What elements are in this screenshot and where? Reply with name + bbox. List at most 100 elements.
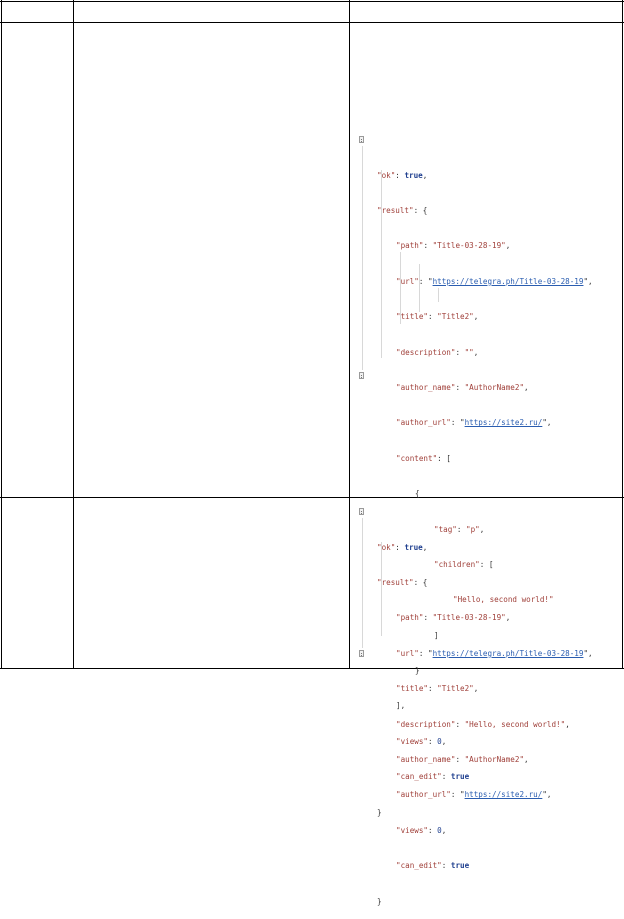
json-bool: true — [404, 542, 423, 552]
json-key: "description" — [396, 719, 456, 729]
json-punctuation: : " — [450, 790, 465, 800]
table-bottom-border — [0, 668, 624, 669]
json-line: "url": "https://telegra.ph/Title-03-28-1… — [377, 648, 593, 660]
json-key: "url" — [396, 276, 419, 286]
json-punctuation: : [ — [479, 559, 494, 569]
indent-guide — [438, 288, 439, 302]
json-punctuation: : — [455, 754, 465, 764]
json-key: "url" — [396, 648, 419, 658]
json-punctuation: : " — [450, 418, 465, 428]
json-line: "result": { — [377, 577, 593, 589]
indent-guide — [362, 518, 363, 648]
url-link[interactable]: https://telegra.ph/Title-03-28-19 — [432, 648, 584, 658]
json-key: "title" — [396, 684, 429, 694]
indent-guide — [381, 170, 382, 358]
json-line: "title": "Title2", — [377, 311, 593, 323]
json-punctuation: : [ — [437, 453, 451, 463]
json-line: { — [377, 488, 593, 500]
json-key: "author_name" — [396, 754, 456, 764]
json-line: "views": 0, — [377, 825, 593, 837]
json-key: "tag" — [434, 524, 457, 534]
json-line: "ok": true, — [377, 170, 593, 182]
json-punctuation: : { — [413, 577, 428, 587]
json-punctuation: { — [415, 489, 420, 499]
json-punctuation: ] — [434, 630, 439, 640]
json-line: "can_edit": true — [377, 860, 593, 872]
json-string: "Hello, second world!" — [464, 719, 566, 729]
json-punctuation: , — [505, 613, 511, 623]
json-string: "Title2" — [437, 684, 474, 694]
json-key: "result" — [377, 577, 414, 587]
json-key: "author_url" — [396, 790, 451, 800]
collapse-toggle-icon[interactable] — [359, 136, 364, 143]
json-line: "children": [ — [377, 559, 593, 571]
json-punctuation: ", — [583, 276, 593, 286]
json-line: "author_url": "https://site2.ru/", — [377, 789, 593, 801]
collapse-toggle-icon[interactable] — [359, 372, 364, 379]
json-string: "Hello, second world!" — [453, 595, 554, 605]
json-line: "author_url": "https://site2.ru/", — [377, 417, 593, 429]
json-punctuation: : — [423, 241, 433, 251]
json-punctuation: , — [473, 347, 479, 357]
json-key: "content" — [396, 453, 438, 463]
row-divider — [0, 497, 624, 498]
json-key: "ok" — [377, 170, 396, 180]
json-key: "path" — [396, 241, 424, 251]
json-punctuation: : — [395, 542, 405, 552]
json-punctuation: , — [565, 719, 570, 729]
json-punctuation: : — [455, 719, 465, 729]
json-punctuation: : " — [418, 648, 433, 658]
json-key: "path" — [396, 613, 424, 623]
json-punctuation: : — [455, 382, 465, 392]
collapse-toggle-icon[interactable] — [359, 508, 364, 515]
json-punctuation: : — [428, 684, 438, 694]
json-punctuation: , — [422, 170, 428, 180]
url-link[interactable]: https://site2.ru/ — [464, 790, 543, 800]
column-divider-1 — [73, 0, 74, 669]
json-string: "AuthorName2" — [464, 754, 525, 764]
indent-guide — [419, 264, 420, 312]
indent-guide — [362, 146, 363, 370]
collapse-toggle-icon[interactable] — [359, 650, 364, 657]
column-divider-2 — [349, 0, 350, 669]
json-punctuation: } — [377, 896, 382, 906]
json-response-2: "ok": true, "result": { "path": "Title-0… — [377, 518, 593, 919]
json-punctuation: , — [473, 312, 479, 322]
url-link[interactable]: https://telegra.ph/Title-03-28-19 — [432, 276, 584, 286]
json-punctuation: : — [395, 170, 405, 180]
json-punctuation: : " — [418, 276, 433, 286]
json-punctuation: , — [441, 825, 447, 835]
json-line: "title": "Title2", — [377, 683, 593, 695]
header-row-divider — [0, 22, 624, 23]
json-punctuation: : — [428, 825, 438, 835]
json-key: "title" — [396, 312, 429, 322]
json-punctuation: , — [422, 542, 428, 552]
json-punctuation: , — [473, 684, 479, 694]
json-line: ] — [377, 630, 593, 642]
url-link[interactable]: https://site2.ru/ — [464, 418, 543, 428]
json-line: "tag": "p", — [377, 524, 593, 536]
json-punctuation: : — [441, 861, 451, 871]
json-punctuation: ", — [583, 648, 593, 658]
indent-guide — [381, 542, 382, 636]
table-right-border — [622, 0, 623, 669]
json-key: "ok" — [377, 542, 396, 552]
json-punctuation: : — [423, 613, 433, 623]
json-line: "ok": true, — [377, 542, 593, 554]
json-string: "Title-03-28-19" — [432, 613, 506, 623]
json-line: "author_name": "AuthorName2", — [377, 754, 593, 766]
json-line: "description": "", — [377, 347, 593, 359]
json-punctuation: , — [524, 754, 529, 764]
json-key: "description" — [396, 347, 456, 357]
json-string: "AuthorName2" — [464, 382, 525, 392]
table-left-border — [1, 0, 2, 669]
json-punctuation: , — [479, 524, 485, 534]
json-bool: true — [404, 170, 423, 180]
json-line: "path": "Title-03-28-19", — [377, 612, 593, 624]
json-bool: true — [450, 861, 470, 871]
json-punctuation: : — [428, 312, 438, 322]
table-top-border — [0, 1, 624, 2]
json-punctuation: ", — [542, 418, 552, 428]
json-line: } — [377, 896, 593, 908]
json-key: "author_name" — [396, 382, 456, 392]
